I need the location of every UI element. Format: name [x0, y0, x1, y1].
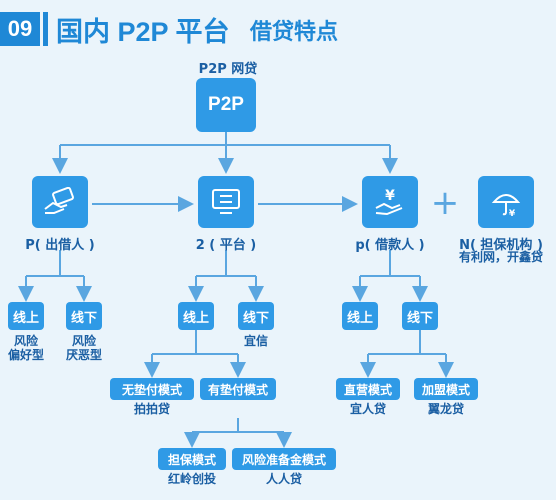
page-title: 国内 P2P 平台 [56, 16, 230, 47]
guarantee-example: 红岭创投 [167, 472, 216, 486]
platform-offline: 线下 [238, 302, 274, 330]
borrower-node: ¥ [362, 176, 418, 228]
card-hand-icon [44, 187, 74, 214]
umbrella-icon: ¥ [491, 194, 521, 218]
no-advance-mode: 无垫付模式 [110, 378, 194, 400]
lender-online-note: 风险 偏好型 [2, 334, 50, 362]
root-node: P2P [196, 78, 256, 132]
franchise-mode: 加盟模式 [414, 378, 478, 400]
platform-label: 2 ( 平台 ) [195, 238, 257, 253]
no-advance-example: 拍拍贷 [133, 402, 170, 416]
lender-offline: 线下 [66, 302, 102, 330]
lender-offline-note: 风险 厌恶型 [60, 334, 108, 362]
lender-online-note-line: 偏好型 [7, 348, 44, 362]
borrower-offline: 线下 [402, 302, 438, 330]
platform-offline-example: 宜信 [243, 334, 268, 348]
lender-label: P( 出借人 ) [25, 238, 95, 253]
guarantor-example: 有利网，开鑫贷 [458, 250, 543, 264]
svg-text:¥: ¥ [385, 188, 395, 204]
direct-example: 宜人贷 [349, 402, 386, 416]
platform-node [198, 176, 254, 228]
yen-hand-icon: ¥ [375, 188, 403, 216]
lender-offline-note-line: 厌恶型 [65, 348, 102, 362]
lender-node [32, 176, 88, 228]
direct-mode: 直营模式 [336, 378, 400, 400]
platform-online: 线上 [178, 302, 214, 330]
risk-reserve-mode: 风险准备金模式 [232, 448, 336, 470]
root-label: P2P 网贷 [198, 62, 258, 77]
borrower-online: 线上 [342, 302, 378, 330]
advance-mode: 有垫付模式 [200, 378, 276, 400]
section-number: 09 [0, 12, 40, 46]
svg-text:¥: ¥ [509, 209, 516, 218]
monitor-exchange-icon [212, 189, 240, 214]
borrower-label: p( 借款人 ) [355, 238, 425, 253]
guarantee-mode: 担保模式 [158, 448, 226, 470]
page-subtitle: 借贷特点 [250, 19, 339, 44]
risk-reserve-example: 人人贷 [265, 472, 302, 486]
guarantor-label: N( 担保机构 ) [459, 238, 543, 253]
header-divider [43, 12, 48, 46]
lender-online-note-line: 风险 [13, 334, 38, 348]
franchise-example: 翼龙贷 [427, 402, 464, 416]
lender-online: 线上 [8, 302, 44, 330]
guarantor-node: ¥ [478, 176, 534, 228]
plus-sign: + [430, 183, 460, 223]
lender-offline-note-line: 风险 [71, 334, 96, 348]
